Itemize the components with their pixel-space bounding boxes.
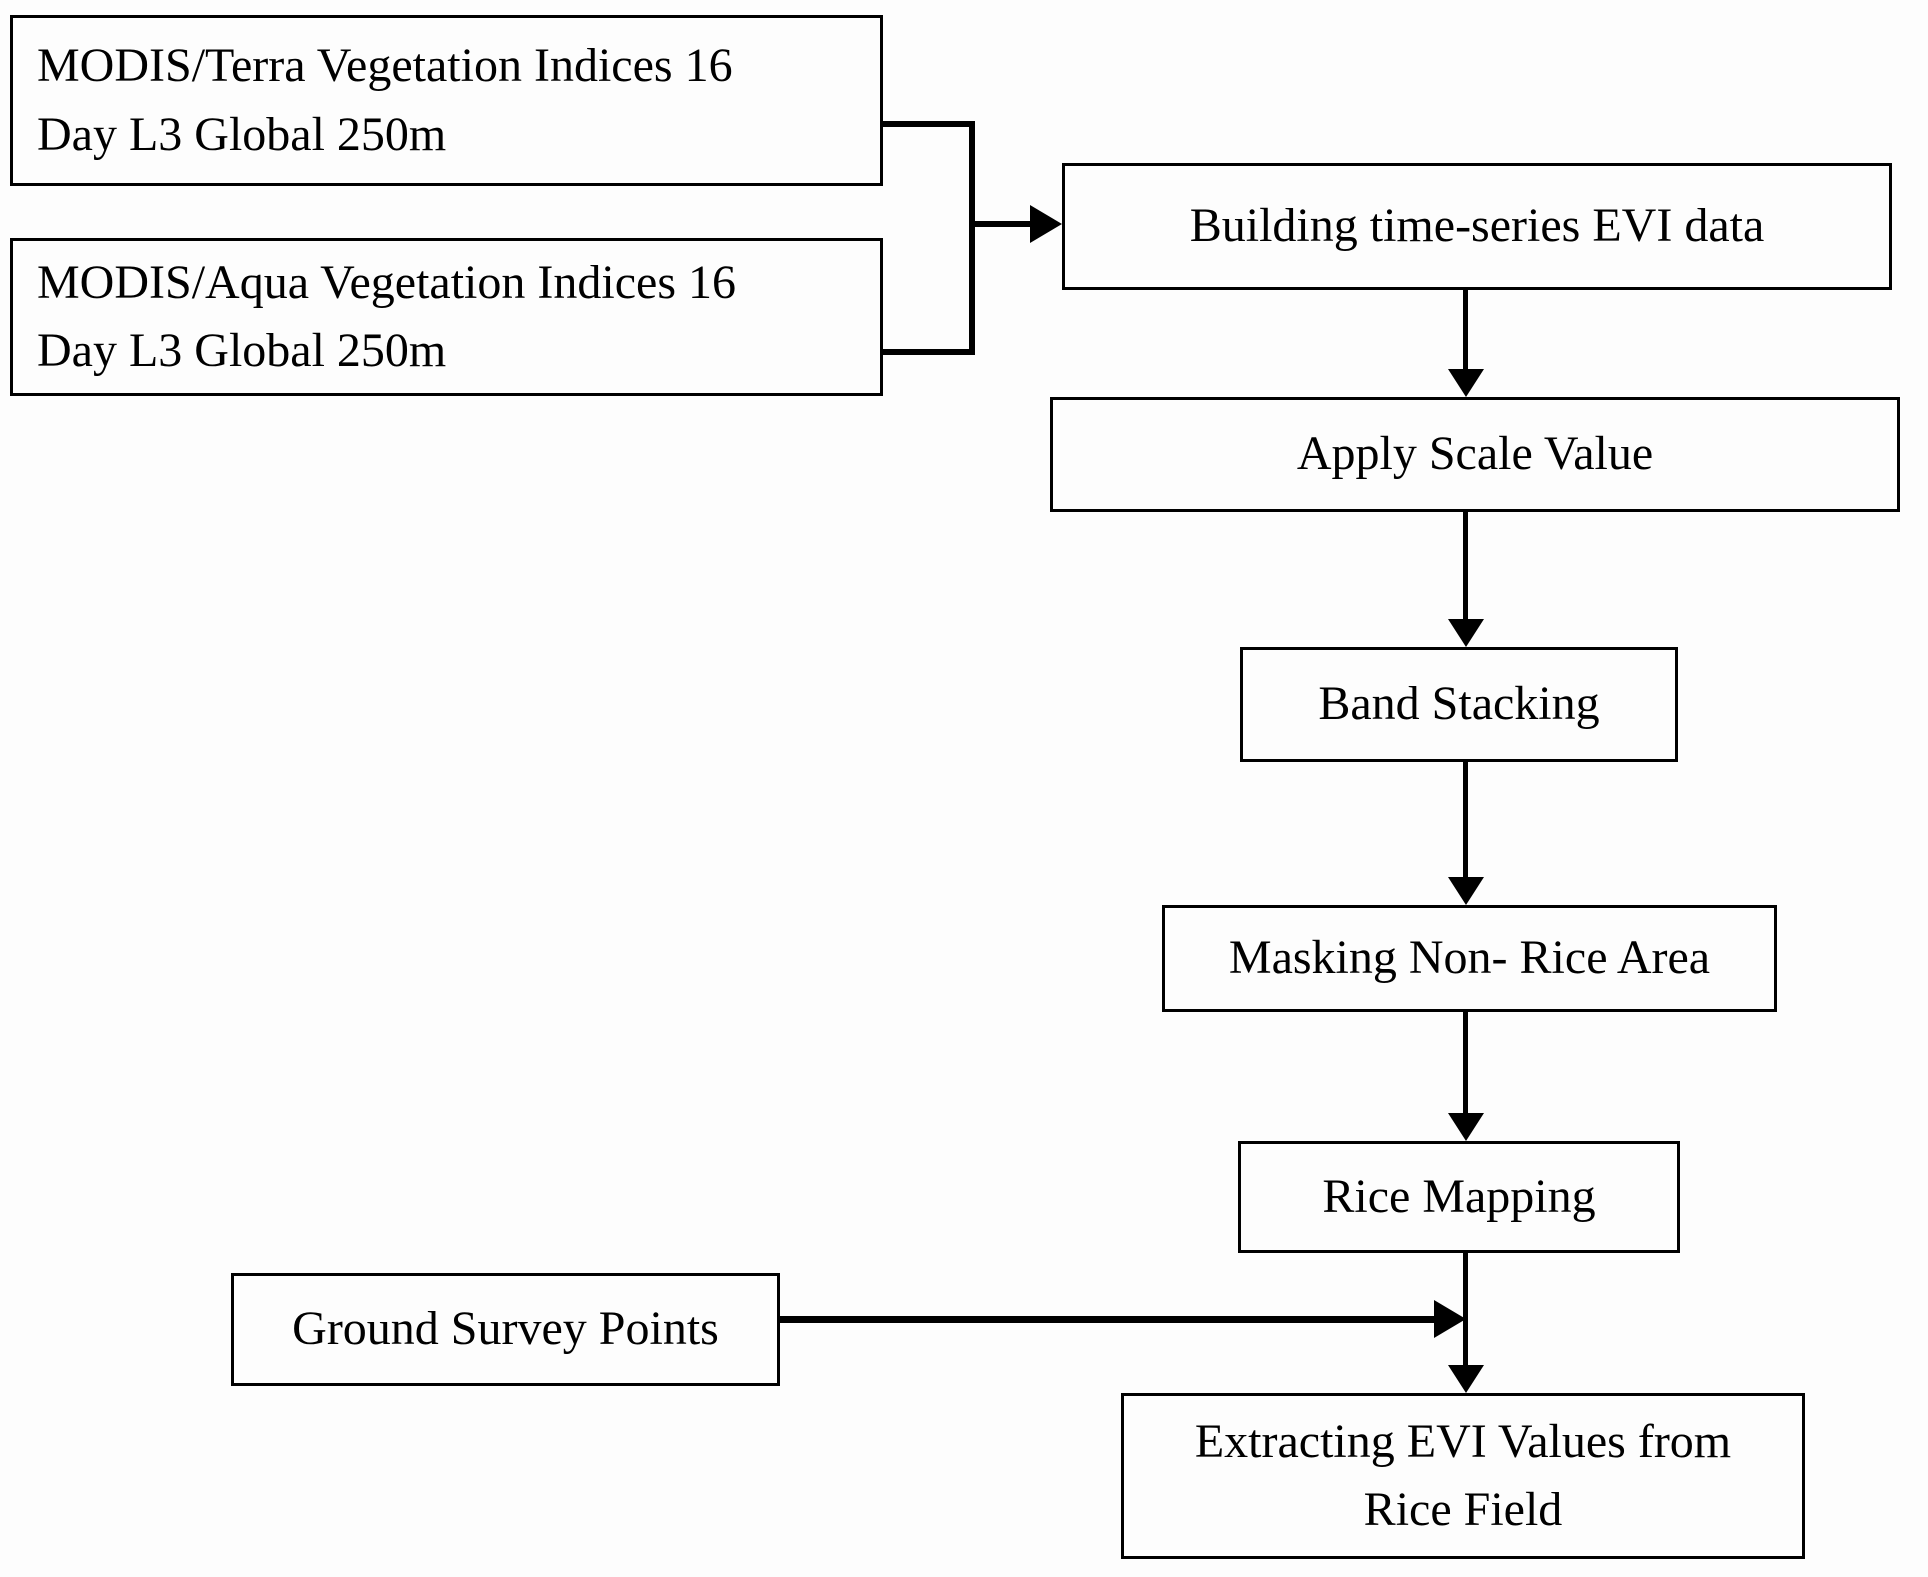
node-extracting-evi-label-line1: Extracting EVI Values from	[1194, 1414, 1732, 1468]
node-ground-survey: Ground Survey Points	[231, 1273, 780, 1386]
arrowhead-down-into-apply-icon	[1448, 369, 1484, 397]
node-building-evi: Building time-series EVI data	[1062, 163, 1892, 290]
connector-building-to-apply	[1463, 290, 1468, 369]
node-masking-non-rice: Masking Non- Rice Area	[1162, 905, 1777, 1012]
node-building-evi-label: Building time-series EVI data	[1189, 199, 1765, 253]
arrowhead-down-into-rice-icon	[1448, 1113, 1484, 1141]
node-modis-terra: MODIS/Terra Vegetation Indices 16 Day L3…	[10, 15, 883, 186]
arrowhead-down-into-band-icon	[1448, 619, 1484, 647]
node-masking-non-rice-label: Masking Non- Rice Area	[1228, 931, 1711, 985]
node-ground-survey-label: Ground Survey Points	[292, 1302, 719, 1356]
connector-ground-to-chain	[780, 1316, 1434, 1323]
node-apply-scale: Apply Scale Value	[1050, 397, 1900, 512]
connector-terra-to-junction	[883, 121, 975, 127]
node-apply-scale-label: Apply Scale Value	[1296, 427, 1654, 481]
node-modis-aqua-label-line1: MODIS/Aqua Vegetation Indices 16	[37, 255, 736, 309]
node-modis-aqua-label-line2: Day L3 Global 250m	[37, 324, 447, 377]
node-rice-mapping-label: Rice Mapping	[1322, 1169, 1596, 1223]
connector-junction-vertical	[969, 121, 975, 355]
node-modis-aqua: MODIS/Aqua Vegetation Indices 16 Day L3 …	[10, 238, 883, 396]
connector-masking-to-rice	[1463, 1012, 1468, 1113]
node-rice-mapping: Rice Mapping	[1238, 1141, 1680, 1253]
node-extracting-evi: Extracting EVI Values from Rice Field	[1121, 1393, 1805, 1559]
connector-junction-to-building	[975, 221, 1031, 227]
arrowhead-down-into-masking-icon	[1448, 877, 1484, 905]
node-band-stacking-label: Band Stacking	[1318, 677, 1600, 731]
arrowhead-right-ground-junction-icon	[1434, 1300, 1466, 1338]
node-modis-terra-label-line2: Day L3 Global 250m	[37, 107, 447, 161]
node-modis-terra-label-line1: MODIS/Terra Vegetation Indices 16	[37, 39, 733, 93]
connector-apply-to-band	[1463, 512, 1468, 619]
arrowhead-down-into-extracting-icon	[1448, 1365, 1484, 1393]
connector-aqua-to-junction	[883, 349, 975, 355]
node-band-stacking: Band Stacking	[1240, 647, 1678, 762]
node-extracting-evi-label-line2: Rice Field	[1363, 1483, 1563, 1536]
arrowhead-right-into-building-icon	[1030, 205, 1062, 243]
connector-band-to-masking	[1463, 762, 1468, 877]
